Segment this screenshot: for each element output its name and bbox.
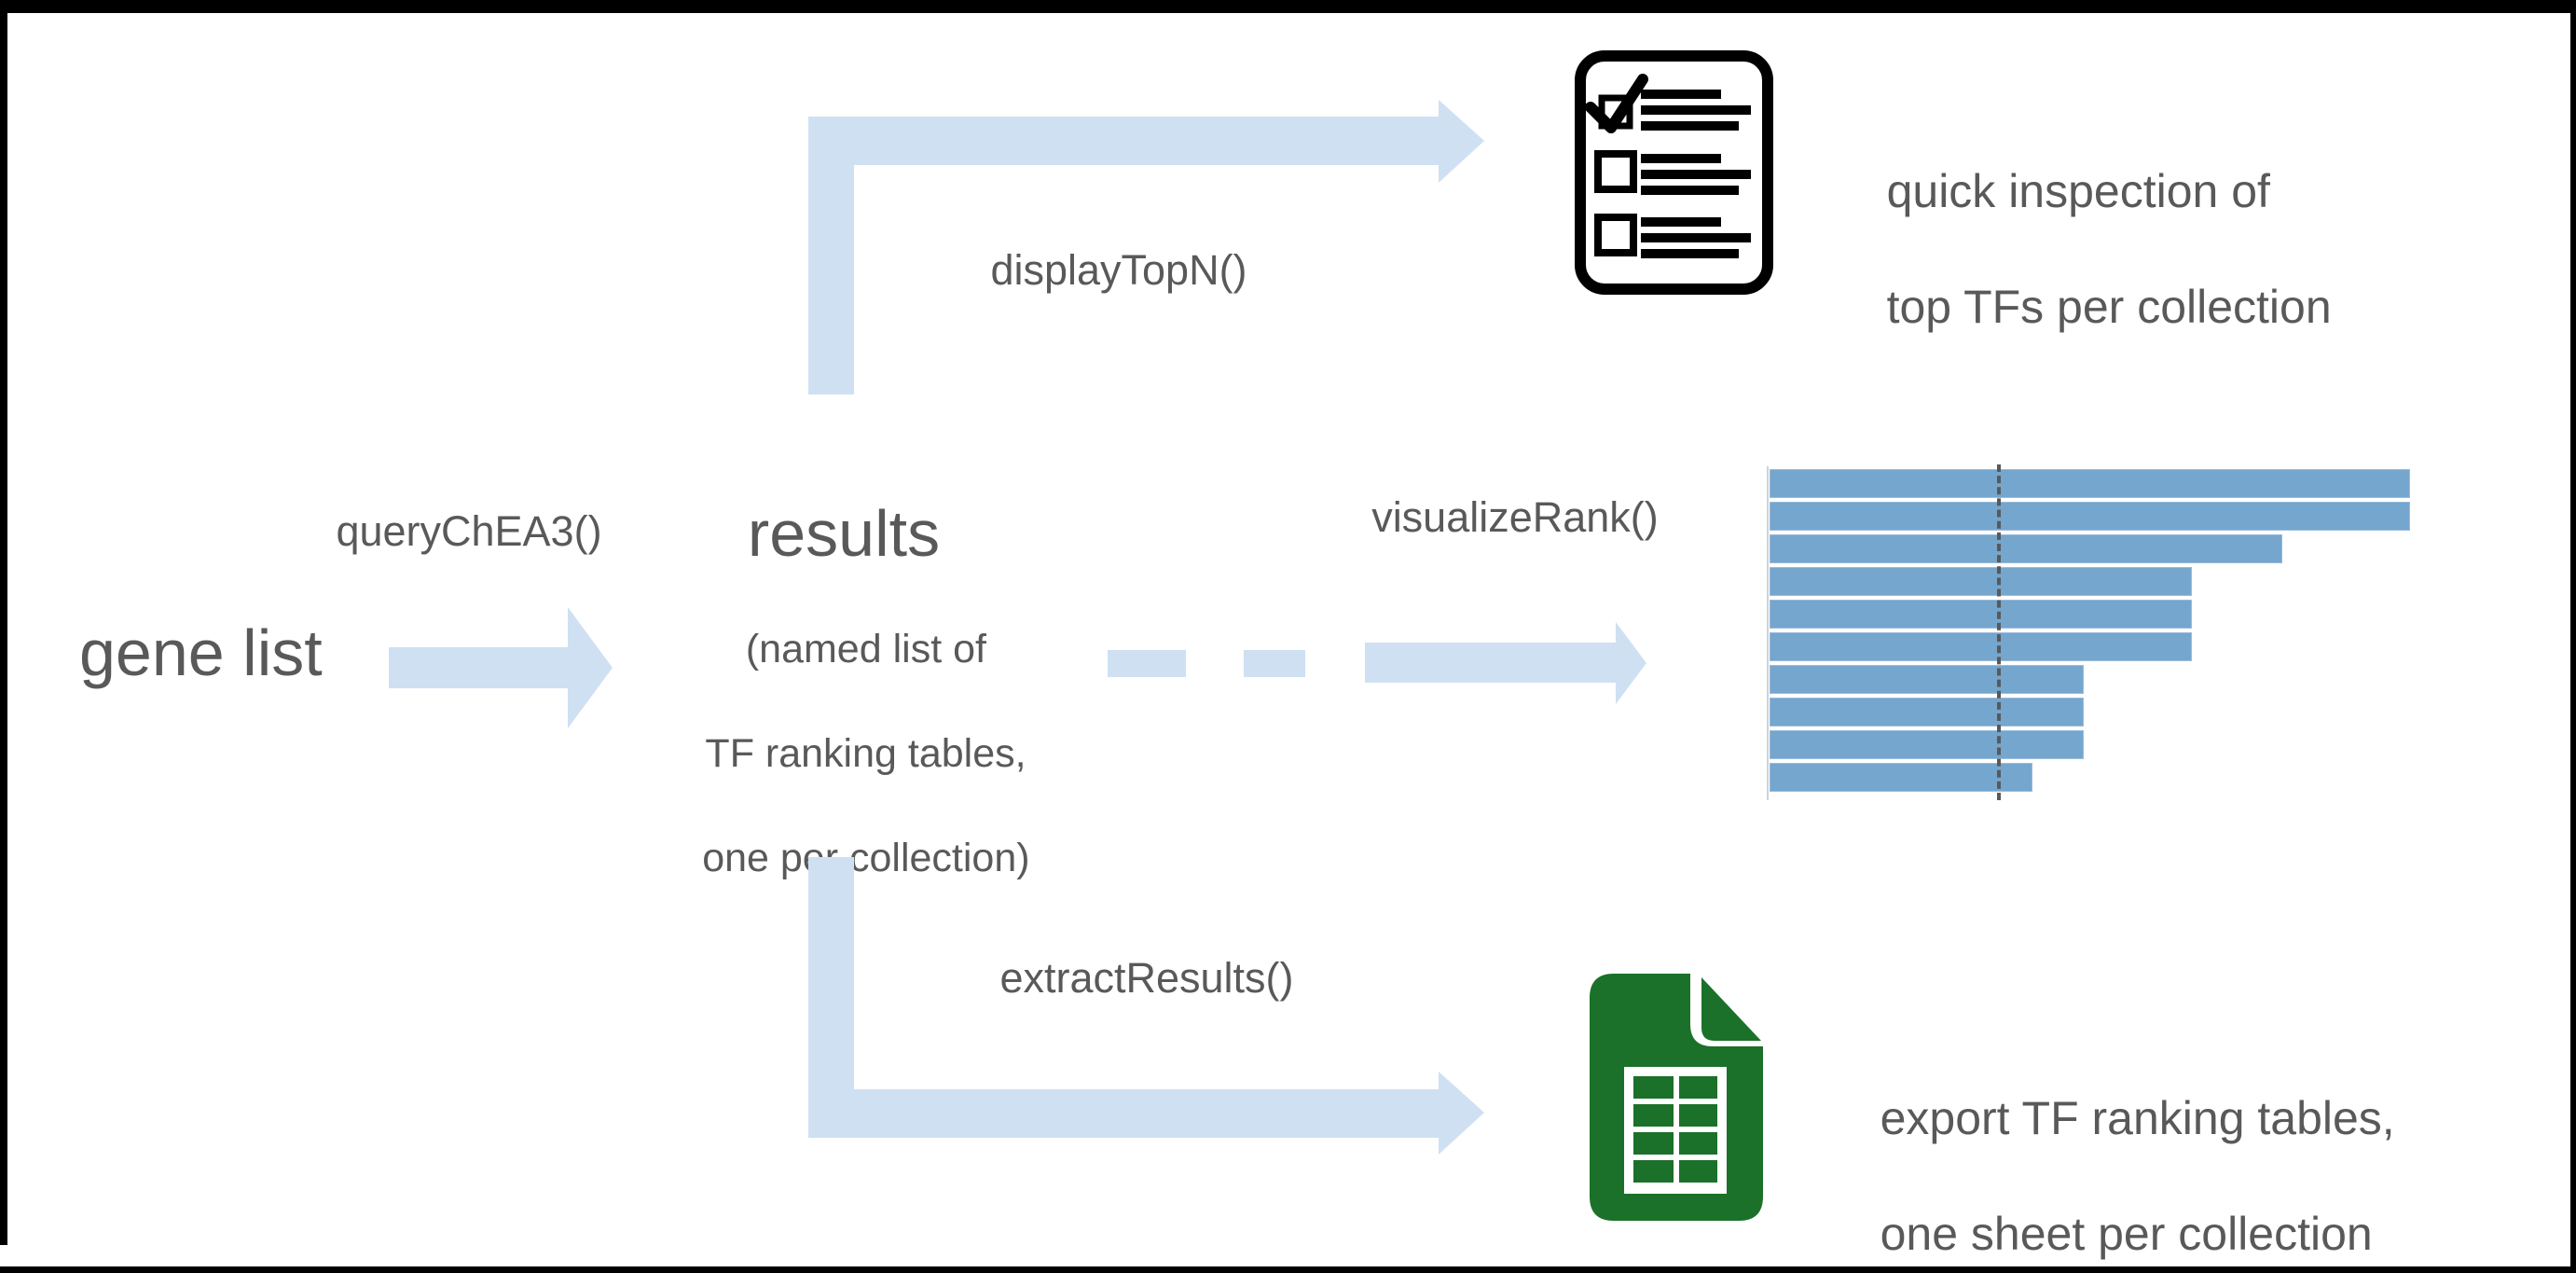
chart-reference-dashed-line [1997,464,2001,800]
tf-rank-bar [1770,632,2192,661]
label-visualizerank: visualizeRank() [1371,493,1659,541]
green-spreadsheet-icon [1590,974,1763,1221]
checklist-icon [1575,50,1773,295]
connector-top-arrow-icon [808,100,1484,394]
tf-rank-bar [1770,730,2084,759]
tf-rank-bar [1770,763,2032,792]
tf-rank-bar [1770,502,2410,531]
results-sub-line1: (named list of [745,627,986,671]
caption-quick-inspection: quick inspection of top TFs per collecti… [1835,104,2332,394]
frame-left [0,0,7,1245]
tf-rank-bar [1770,469,2410,498]
chart-y-axis-line [1767,466,1769,800]
frame-right [2570,0,2576,1273]
bar-chart-bars [1770,469,2413,792]
tf-rank-bar [1770,600,2192,629]
tf-rank-bar [1770,665,2084,694]
label-displaytopn: displayTopN() [990,246,1247,294]
caption-quick-inspection-line2: top TFs per collection [1886,281,2332,333]
label-extractresults: extractResults() [999,954,1294,1002]
label-querychea3: queryChEA3() [336,507,602,555]
tf-rank-bar [1770,534,2282,563]
results-sub-line2: TF ranking tables, [705,731,1026,776]
frame-top [0,0,2576,13]
tf-rank-bar-chart [1767,464,2413,800]
dashed-arrow-visualize-icon [1108,622,1646,704]
caption-export-line2: one sheet per collection [1880,1208,2373,1260]
caption-export-tables: export TF ranking tables, one sheet per … [1828,1031,2395,1273]
connector-bottom-arrow-icon [808,857,1484,1155]
arrow-query-icon [389,607,613,728]
tf-rank-bar [1770,698,2084,726]
caption-quick-inspection-line1: quick inspection of [1886,165,2270,217]
frame-bottom [0,1266,2576,1273]
results-node-title: results [747,497,941,570]
gene-list-node: gene list [79,616,323,689]
tf-rank-bar [1770,567,2192,596]
caption-export-line1: export TF ranking tables, [1880,1092,2395,1144]
